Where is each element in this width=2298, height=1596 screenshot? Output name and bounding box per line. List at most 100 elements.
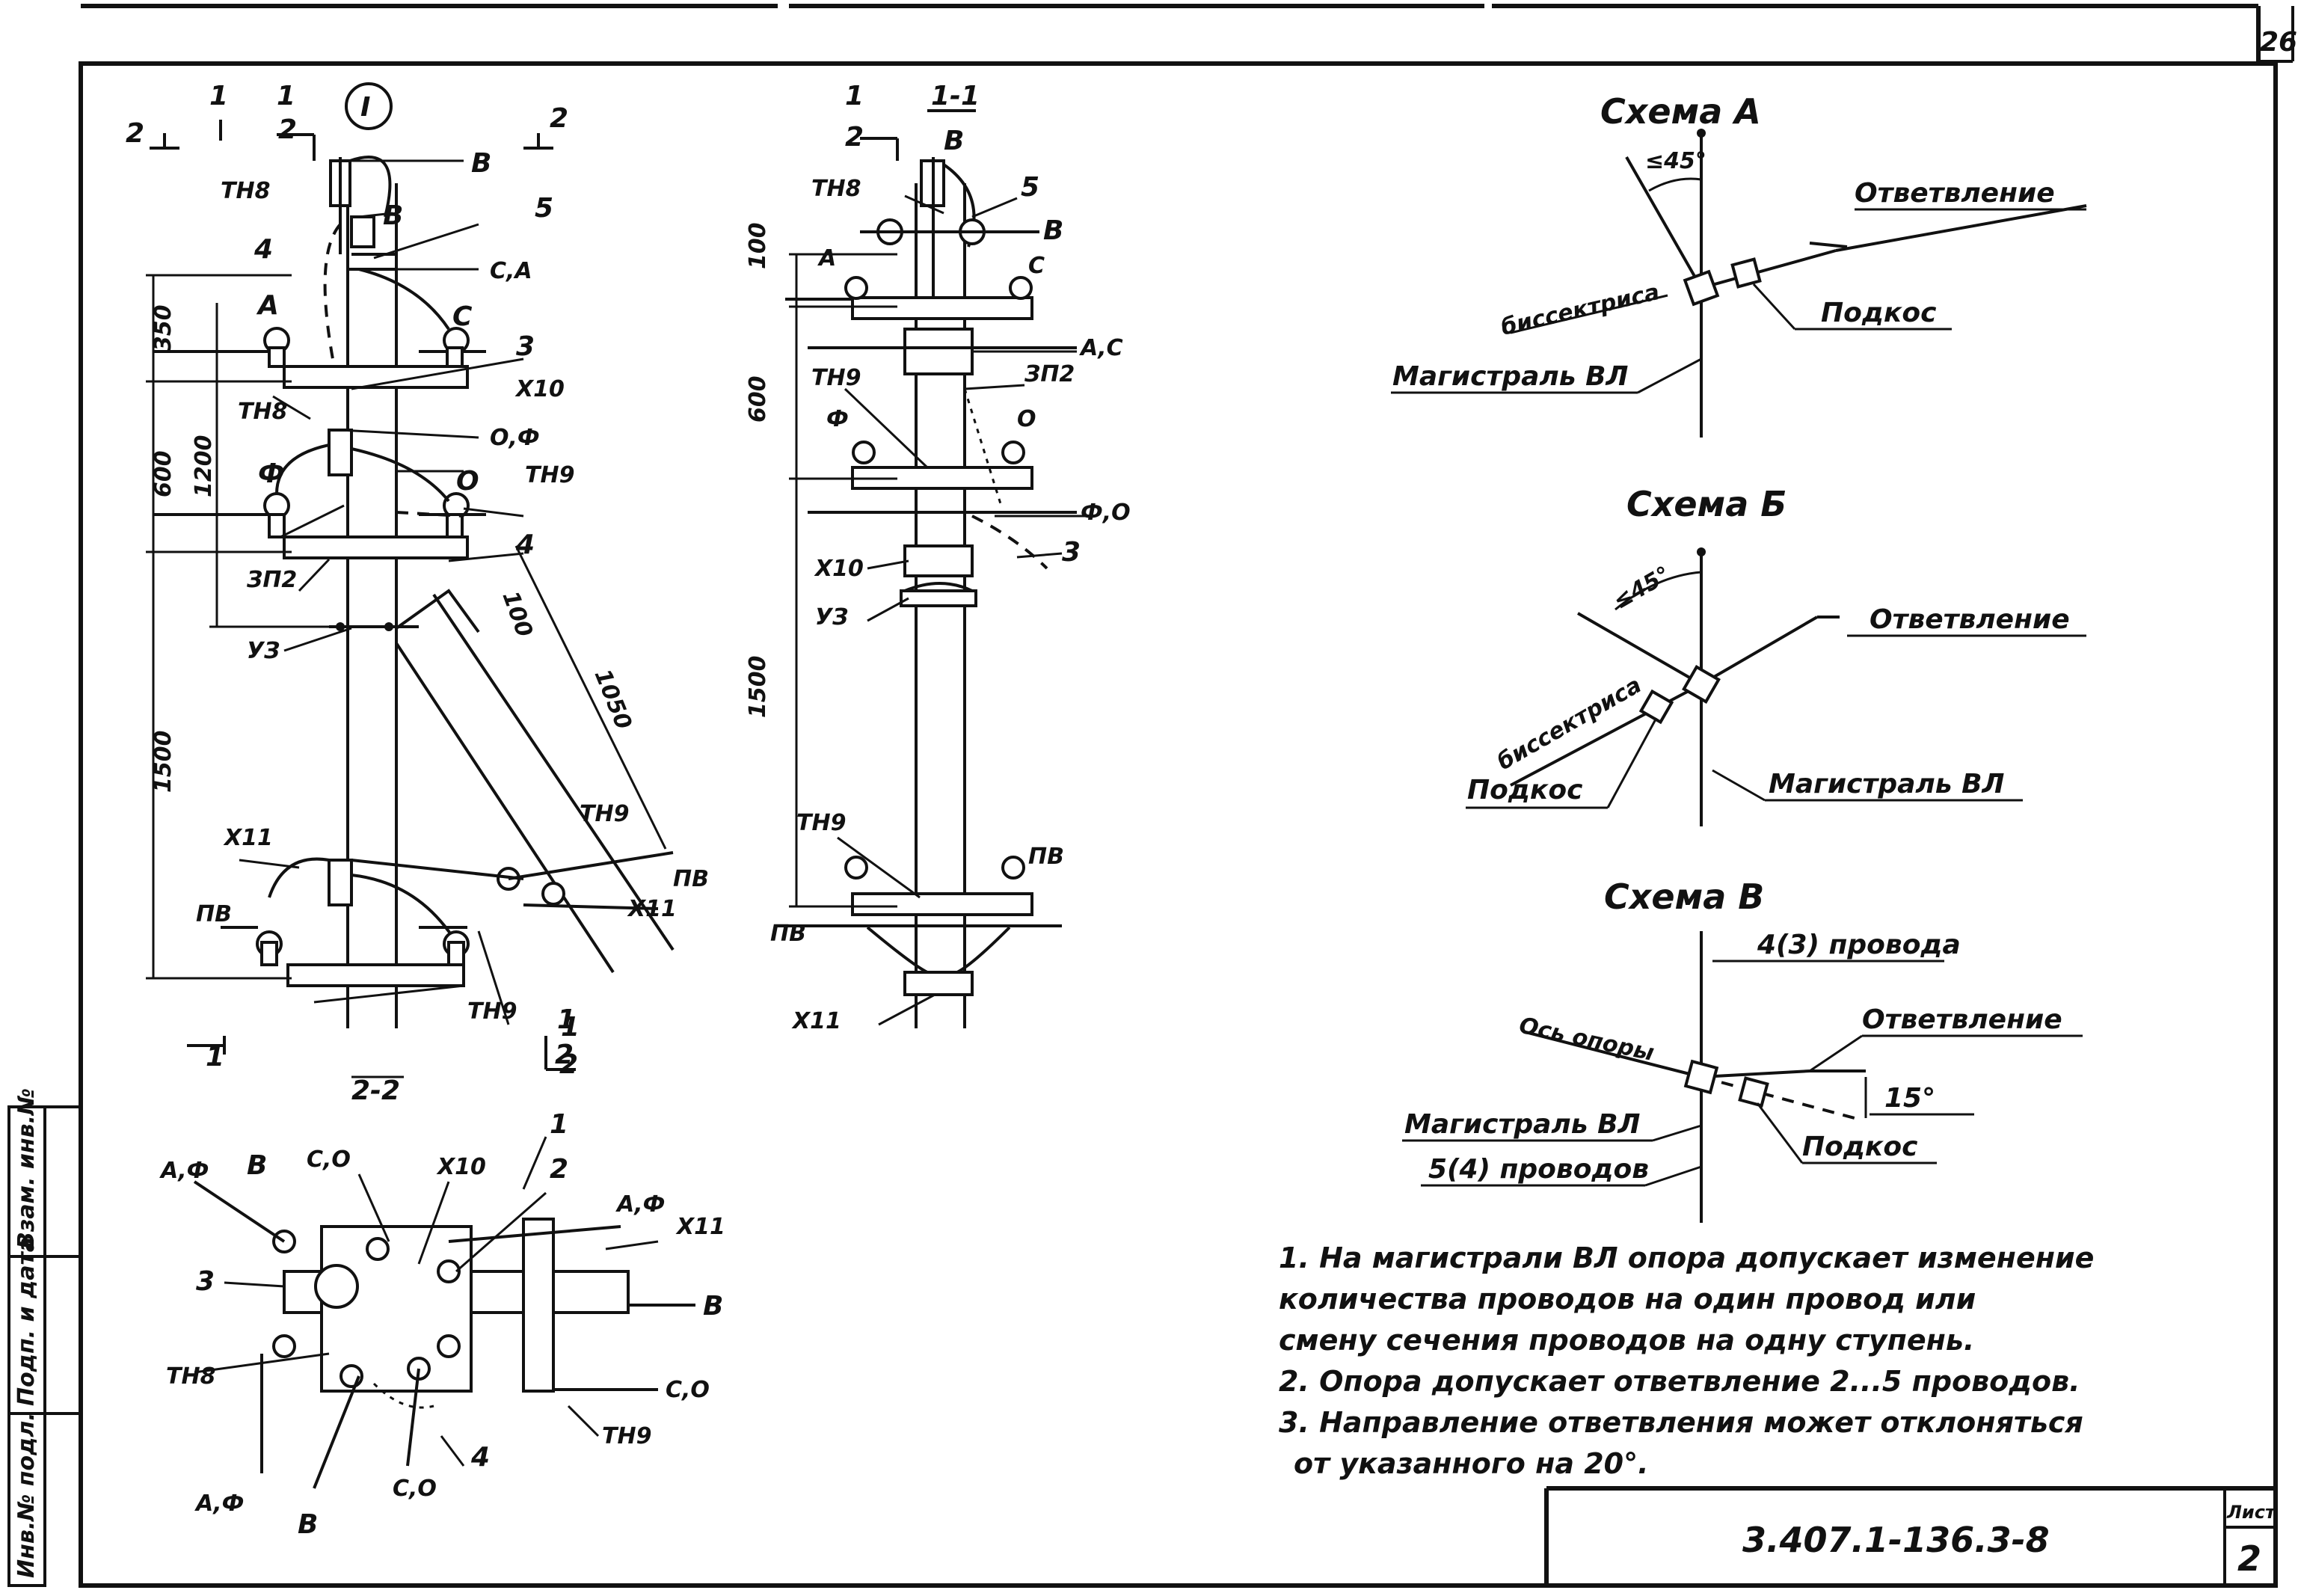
- side-view-drawing: [785, 109, 1092, 1028]
- part-label: Х11: [627, 896, 677, 922]
- scheme-wires-top: 4(3) провода: [1757, 930, 1961, 960]
- scheme-brace: Подкос: [1467, 775, 1582, 805]
- wire-label: ПВ: [1028, 844, 1064, 870]
- side-label-replace: Взам. инв.№: [13, 1088, 40, 1249]
- scheme-wires-bottom: 5(4) проводов: [1428, 1154, 1649, 1185]
- scheme-title: Схема Б: [1626, 484, 1787, 524]
- wire-label: Ф: [826, 406, 849, 432]
- wire-label: В: [944, 126, 964, 156]
- part-label: ТН9: [796, 810, 846, 836]
- note-line: от указанного на 20°.: [1294, 1447, 1649, 1480]
- section-mark: 1: [206, 1042, 224, 1072]
- section-mark: 1: [277, 81, 295, 111]
- list-label: Лист: [2226, 1502, 2277, 1523]
- wire-label: О: [1017, 406, 1036, 432]
- dimension-label: 350: [150, 304, 176, 352]
- wire-label: В: [1043, 215, 1063, 246]
- top-view-drawing: [193, 1075, 695, 1489]
- title-block: [1544, 1486, 2276, 1586]
- scheme-v-labels: Схема В 4(3) провода Ось опоры Ответвлен…: [1404, 877, 2062, 1185]
- scheme-v-drawing: [1402, 931, 2083, 1223]
- scheme-branch: Ответвление: [1862, 1004, 2062, 1035]
- scheme-main-line: Магистраль ВЛ: [1769, 769, 2005, 799]
- note-line: количества проводов на один провод или: [1279, 1283, 1976, 1316]
- scheme-main-line: Магистраль ВЛ: [1404, 1109, 1641, 1140]
- scheme-brace: Подкос: [1802, 1132, 1917, 1162]
- side-mark: 1: [845, 81, 864, 111]
- wire-label: С,А: [490, 258, 532, 284]
- part-label: 1: [561, 1012, 580, 1043]
- part-label: УЗ: [815, 604, 848, 630]
- side-label-sign: Подп. и дата: [13, 1237, 40, 1406]
- sheet-number: 26: [2260, 27, 2297, 58]
- top-label: 4: [470, 1442, 490, 1473]
- part-label: ТН9: [580, 801, 629, 827]
- top-label: А,Ф: [615, 1191, 665, 1218]
- wire-label: Ф: [258, 458, 285, 489]
- scheme-bisector: биссектриса: [1499, 279, 1662, 341]
- scheme-title: Схема А: [1600, 91, 1761, 132]
- scheme-a-drawing: [1391, 129, 2087, 438]
- part-label: ТН9: [467, 998, 517, 1025]
- part-label: Х11: [791, 1008, 841, 1034]
- side-view-title: 1-1: [931, 81, 980, 111]
- scheme-angle: ≤45°: [1609, 562, 1675, 615]
- main-view-labels: 2 1 1 2 2 1 1 2 I В В С,А А С О,Ф Ф О ПВ…: [126, 81, 709, 1080]
- top-label: 3: [196, 1266, 215, 1297]
- side-label-inv: Инв.№ подл.: [13, 1412, 40, 1578]
- wire-label: Ф,О: [1081, 500, 1131, 526]
- scheme-main-line: Магистраль ВЛ: [1392, 361, 1629, 392]
- part-label: Х10: [514, 376, 565, 402]
- dimension-label: 1200: [191, 435, 217, 498]
- top-label: В: [703, 1291, 723, 1322]
- part-label: 5: [1021, 172, 1039, 203]
- sheet-frame: [7, 4, 2294, 1588]
- top-view-title: 2-2: [351, 1075, 400, 1106]
- note-line: 2. Опора допускает ответвление 2...5 про…: [1279, 1365, 2080, 1398]
- part-label: Х10: [814, 556, 864, 582]
- dimension-label: 100: [497, 588, 537, 641]
- top-label: С,О: [393, 1476, 437, 1502]
- part-label: ТН8: [221, 178, 270, 204]
- part-label: 3: [516, 331, 535, 362]
- note-line: 1. На магистрали ВЛ опора допускает изме…: [1279, 1241, 2094, 1274]
- section-mark: 2: [126, 118, 144, 149]
- note-line: 3. Направление ответвления может отклоня…: [1279, 1406, 2083, 1439]
- top-mark: 1: [550, 1109, 568, 1140]
- scheme-brace: Подкос: [1821, 298, 1936, 328]
- part-label: ТН8: [238, 399, 287, 425]
- wire-label: А,С: [1079, 335, 1123, 361]
- wire-label: С: [1028, 253, 1045, 279]
- part-label: Х11: [223, 825, 273, 851]
- part-label: 4: [515, 530, 535, 560]
- top-label: А,Ф: [159, 1158, 209, 1184]
- part-label: ЗП2: [1024, 361, 1075, 387]
- main-view-drawing: [146, 82, 675, 1071]
- scheme-angle: ≤45°: [1645, 148, 1706, 174]
- scheme-branch: Ответвление: [1855, 178, 2055, 209]
- list-number: 2: [2237, 1538, 2261, 1579]
- part-label: ТН8: [811, 176, 861, 202]
- notes: 1. На магистрали ВЛ опора допускает изме…: [1279, 1241, 2094, 1480]
- wire-label: А: [256, 290, 279, 321]
- wire-label: ПВ: [673, 866, 709, 892]
- top-label: ТН9: [602, 1423, 651, 1449]
- scheme-axis: Ось опоры: [1517, 1013, 1656, 1066]
- dimension-label: 600: [745, 375, 771, 423]
- scheme-a-labels: Схема А ≤45° Ответвление биссектриса Под…: [1392, 91, 2055, 392]
- dimension-label: 1500: [745, 656, 771, 719]
- part-label: ЗП2: [246, 567, 297, 593]
- scheme-title: Схема В: [1604, 877, 1764, 917]
- part-label: 3: [1062, 537, 1081, 568]
- part-label: УЗ: [247, 638, 280, 664]
- side-stamp: Инв.№ подл. Подп. и дата Взам. инв.№: [13, 1088, 40, 1578]
- view-circle-label: I: [360, 92, 370, 123]
- section-mark: 1: [209, 81, 228, 111]
- section-mark: 2: [550, 103, 568, 134]
- dimension-label: 600: [150, 450, 176, 497]
- top-mark: 2: [550, 1154, 568, 1185]
- dimension-label: 1050: [589, 666, 637, 734]
- part-label: ТН9: [525, 462, 574, 488]
- part-label: 4: [254, 234, 273, 265]
